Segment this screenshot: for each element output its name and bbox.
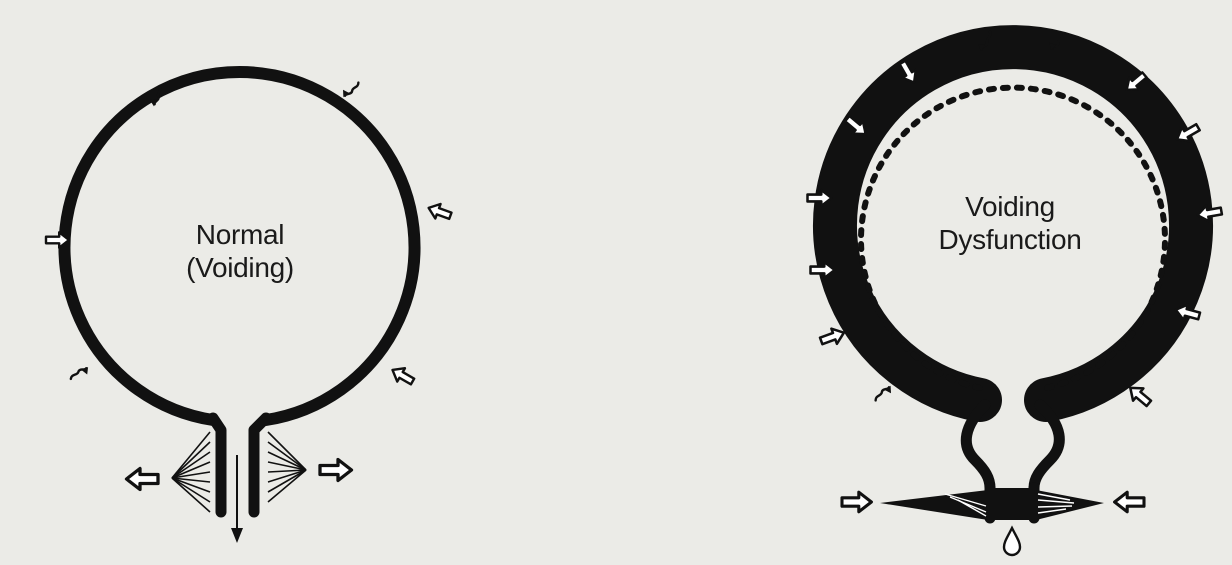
pressure-arrow-icon bbox=[426, 201, 453, 223]
pressure-arrow-icon bbox=[389, 363, 417, 388]
dysfunction-neck bbox=[966, 405, 1059, 488]
spray-fan-icon bbox=[880, 490, 988, 520]
normal-label-line2: (Voiding) bbox=[145, 251, 335, 284]
dysfunction-label-line1: Voiding bbox=[900, 190, 1120, 223]
droplet-icon bbox=[1004, 528, 1020, 555]
pressure-arrow-icon bbox=[70, 362, 90, 385]
spray-fan-icon bbox=[1036, 490, 1104, 520]
pressure-arrow-icon bbox=[341, 78, 359, 100]
dysfunction-label-line2: Dysfunction bbox=[900, 223, 1120, 256]
voiding-dysfunction-label: Voiding Dysfunction bbox=[900, 190, 1120, 256]
normal-voiding-label: Normal (Voiding) bbox=[145, 218, 335, 284]
normal-bladder bbox=[46, 72, 453, 543]
pressure-arrow-icon bbox=[842, 492, 871, 512]
spray-fan-icon bbox=[172, 432, 210, 512]
spray-fan-icon bbox=[268, 432, 306, 502]
normal-urethra-left bbox=[213, 418, 221, 512]
normal-label-line1: Normal bbox=[145, 218, 335, 251]
pressure-arrow-icon bbox=[320, 460, 352, 481]
pressure-arrow-icon bbox=[127, 469, 159, 490]
urine-stream-arrow-icon bbox=[231, 455, 243, 543]
dysfunction-bladder bbox=[808, 31, 1223, 555]
pressure-arrow-icon bbox=[875, 382, 893, 404]
normal-urethra-right bbox=[254, 418, 266, 512]
pressure-arrow-icon bbox=[1115, 492, 1144, 512]
